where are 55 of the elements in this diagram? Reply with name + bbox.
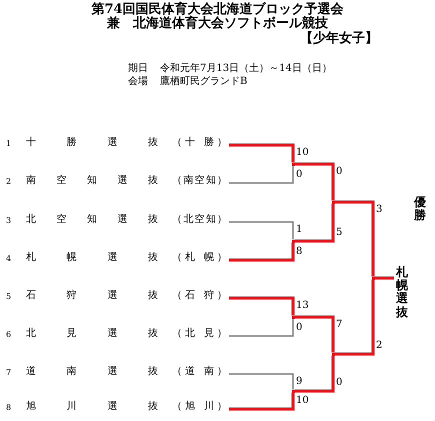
bracket-line [294, 356, 334, 392]
bracket-line [294, 316, 334, 352]
team-name: 南 空 知 選 抜 [26, 175, 158, 187]
bracket-line [334, 280, 374, 356]
seed-number: 6 [6, 330, 12, 340]
bracket-line [229, 373, 294, 390]
seed-number: 7 [6, 368, 12, 378]
venue-text: 鷹栖町民グランドB [160, 75, 248, 88]
bracket-line [229, 221, 294, 240]
seed-number: 8 [6, 403, 12, 413]
bracket-junction [292, 240, 294, 242]
category-label: 【少年女子】 [300, 32, 378, 45]
seed-number: 4 [6, 254, 12, 264]
team-name: 北 空 知 選 抜 [26, 214, 158, 226]
team-region: （道 南） [172, 366, 227, 378]
bracket-junction [292, 390, 294, 392]
subtitle: 兼 北海道体育大会ソフトボール競技 [106, 17, 329, 30]
team-name: 北 見 選 抜 [26, 328, 158, 340]
team-region: （旭 川） [172, 401, 227, 413]
seed-number: 2 [6, 177, 12, 187]
title: 第74回国民体育大会北海道ブロック予選会 [90, 2, 345, 17]
date-label: 期日 [128, 62, 148, 75]
bracket-line [294, 162, 334, 200]
team-region: （札 幌） [172, 252, 227, 264]
team-name: 道 南 選 抜 [26, 366, 158, 378]
team-name: 旭 川 選 抜 [26, 401, 158, 413]
team-region: （十 勝） [172, 137, 227, 149]
seed-number: 3 [6, 216, 12, 226]
team-region: （石 狩） [172, 290, 227, 302]
bracket-junction [372, 276, 374, 280]
team-region: （南空知） [172, 175, 227, 187]
bracket-line [334, 200, 374, 276]
team-region: （北空知） [172, 214, 227, 226]
bracket-line [229, 392, 294, 410]
team-name: 札 幌 選 抜 [26, 252, 158, 264]
bracket-line [229, 166, 294, 184]
bracket-line [374, 276, 396, 280]
bracket-junction [292, 316, 294, 318]
bracket-junction [292, 162, 294, 166]
team-name: 石 狩 選 抜 [26, 290, 158, 302]
bracket-junction [332, 352, 334, 356]
team-name: 十 勝 選 抜 [26, 137, 158, 149]
seed-number: 1 [6, 139, 12, 149]
bracket-line [229, 242, 294, 262]
bracket-line [294, 204, 334, 242]
bracket-line [229, 144, 294, 162]
seed-number: 5 [6, 292, 12, 302]
bracket-junction [332, 200, 334, 204]
date-text: 令和元年7月13日（土）～14日（日） [160, 62, 332, 75]
bracket-line [229, 296, 294, 316]
champion-label: 優勝 [414, 196, 426, 222]
venue-label: 会場 [128, 75, 148, 88]
team-region: （北 見） [172, 328, 227, 340]
bracket-line [229, 318, 294, 337]
champion-team: 札幌選抜 [396, 266, 408, 319]
